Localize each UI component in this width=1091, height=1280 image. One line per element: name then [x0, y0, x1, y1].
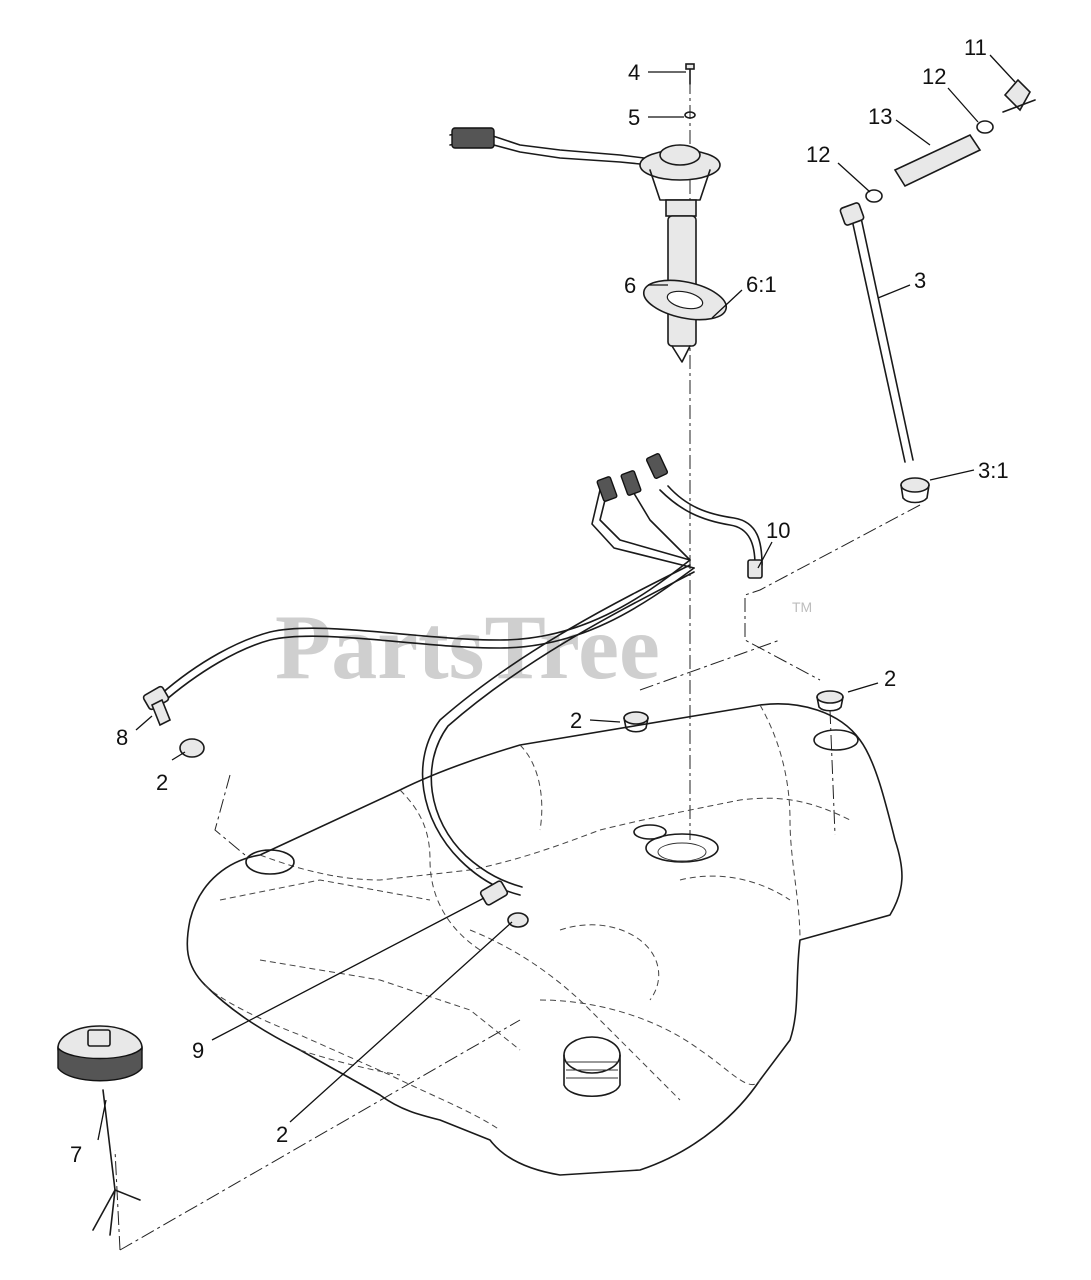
- sender-gasket: [642, 279, 728, 321]
- fuel-sender: [449, 127, 721, 363]
- watermark-trademark: TM: [792, 599, 812, 615]
- vent-hose-assembly: [865, 78, 1036, 203]
- callout-12-upper: 12: [922, 64, 946, 89]
- fuel-tank: [186, 703, 903, 1176]
- callout-8: 8: [116, 725, 128, 750]
- fuel-cap: [57, 1025, 143, 1236]
- callout-6-1: 6:1: [746, 272, 777, 297]
- callout-3: 3: [914, 268, 926, 293]
- callout-13: 13: [868, 104, 892, 129]
- callout-4: 4: [628, 60, 640, 85]
- callout-2-bottom: 2: [276, 1122, 288, 1147]
- callout-10: 10: [766, 518, 790, 543]
- callout-2-right: 2: [884, 666, 896, 691]
- leader-lines: [97, 54, 1016, 1141]
- partstree-watermark: PartsTree TM: [275, 596, 812, 698]
- callout-11: 11: [964, 35, 987, 60]
- grommets: [179, 690, 844, 928]
- vent-tube: [839, 202, 930, 504]
- callout-7: 7: [70, 1142, 82, 1167]
- callout-6: 6: [624, 273, 636, 298]
- callout-9: 9: [192, 1038, 204, 1063]
- callout-12-lower: 12: [806, 142, 830, 167]
- callouts: 4 5 11 12 13 12 6 3 6:1 3:1 10 2 2 8 2 9…: [70, 35, 1009, 1167]
- callout-2-left: 2: [156, 770, 168, 795]
- fuel-lines: [142, 453, 763, 906]
- callout-2-middle: 2: [570, 708, 582, 733]
- callout-3-1: 3:1: [978, 458, 1009, 483]
- callout-5: 5: [628, 105, 640, 130]
- screw-and-washer: [684, 63, 696, 119]
